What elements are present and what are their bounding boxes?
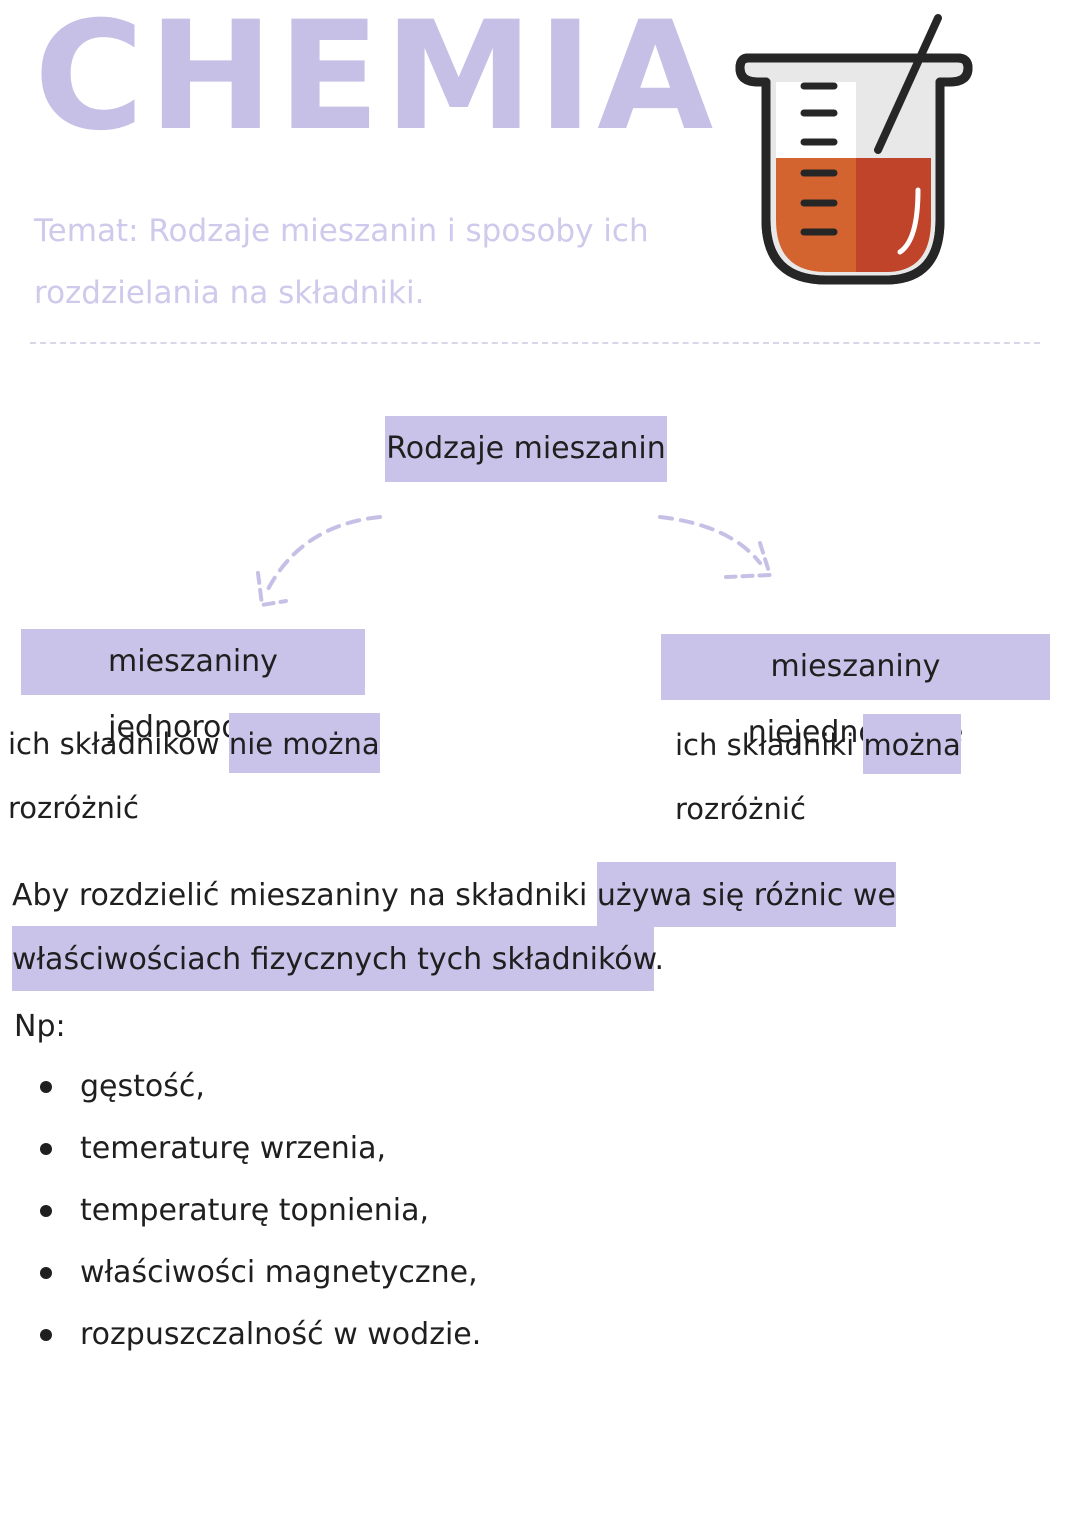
list-item-text: temeraturę wrzenia, <box>80 1131 387 1166</box>
separation-paragraph: Aby rozdzielić mieszaniny na składniki u… <box>12 862 1012 992</box>
arrow-right <box>658 515 762 565</box>
bullet-icon <box>40 1329 52 1341</box>
examples-label: Np: <box>14 1009 66 1044</box>
bullet-icon <box>40 1205 52 1217</box>
arrow-left-head <box>256 571 288 608</box>
arrow-left <box>264 515 382 595</box>
desc-left-pre: ich składników <box>8 727 229 761</box>
arrow-right-head <box>724 541 773 579</box>
bullet-icon <box>40 1143 52 1155</box>
desc-right-highlight: można <box>863 714 961 774</box>
paragraph-highlight: używa się różnic we właściwościach fizyc… <box>12 862 896 991</box>
bullet-icon <box>40 1081 52 1093</box>
desc-right-post: rozróżnić <box>675 792 806 826</box>
page-title: CHEMIA <box>34 0 718 164</box>
list-item: właściwości magnetyczne, <box>40 1242 481 1304</box>
paragraph-pre: Aby rozdzielić mieszaniny na składniki <box>12 878 597 913</box>
list-item-text: rozpuszczalność w wodzie. <box>80 1317 482 1352</box>
bullet-icon <box>40 1267 52 1279</box>
list-item-text: temperaturę topnienia, <box>80 1193 429 1228</box>
list-item: rozpuszczalność w wodzie. <box>40 1304 481 1366</box>
beaker-icon <box>735 14 973 285</box>
diagram-arrows <box>256 515 773 608</box>
diagram-node-heterogeneous: mieszaniny niejednorodne <box>661 634 1050 750</box>
desc-left-post: rozróżnić <box>8 791 139 825</box>
list-item-text: gęstość, <box>80 1069 205 1104</box>
lesson-topic: Temat: Rodzaje mieszanin i sposoby ich r… <box>34 213 649 311</box>
list-item: gęstość, <box>40 1056 481 1118</box>
diagram-node-homogeneous: mieszaniny jednorodne <box>21 629 365 745</box>
heterogeneous-description: ich składniki można rozróżnić <box>675 713 1015 841</box>
desc-left-highlight: nie można <box>228 713 380 773</box>
list-item-text: właściwości magnetyczne, <box>80 1255 478 1290</box>
dashed-divider <box>30 342 1040 344</box>
list-item: temeraturę wrzenia, <box>40 1118 481 1180</box>
homogeneous-description: ich składników nie można rozróżnić <box>8 712 428 840</box>
examples-list: gęstość, temeraturę wrzenia, temperaturę… <box>40 1056 481 1366</box>
paragraph-post: . <box>654 942 664 977</box>
list-item: temperaturę topnienia, <box>40 1180 481 1242</box>
desc-right-pre: ich składniki <box>675 728 864 762</box>
diagram-root-node: Rodzaje mieszanin <box>385 416 667 482</box>
